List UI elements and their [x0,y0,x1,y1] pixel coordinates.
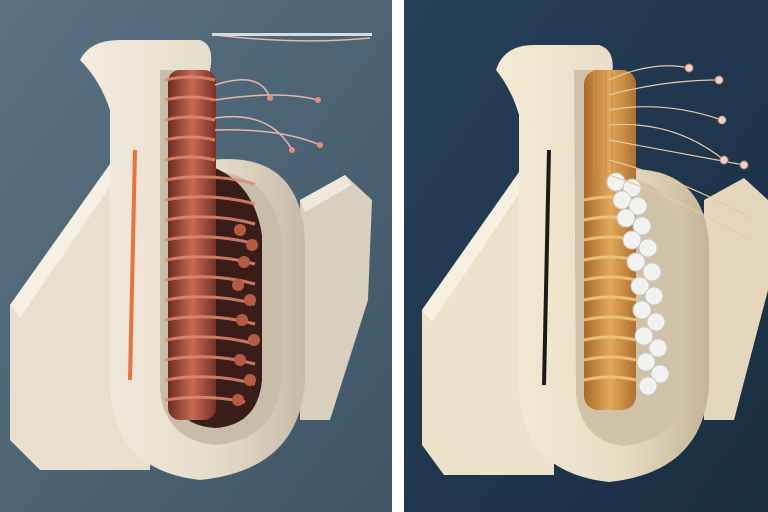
gold-fiber-bead-clip-illustration [404,0,768,512]
left-panel [0,0,392,512]
copper-fibers [164,70,260,420]
right-hook [704,178,768,420]
panel-divider [392,0,404,512]
white-beads [606,172,670,396]
gold-fibers [583,70,637,410]
copper-fiber-clip-illustration [0,0,392,512]
right-wires [608,65,755,241]
left-hook [300,175,372,420]
left-wires [214,34,371,151]
right-panel [404,0,768,512]
